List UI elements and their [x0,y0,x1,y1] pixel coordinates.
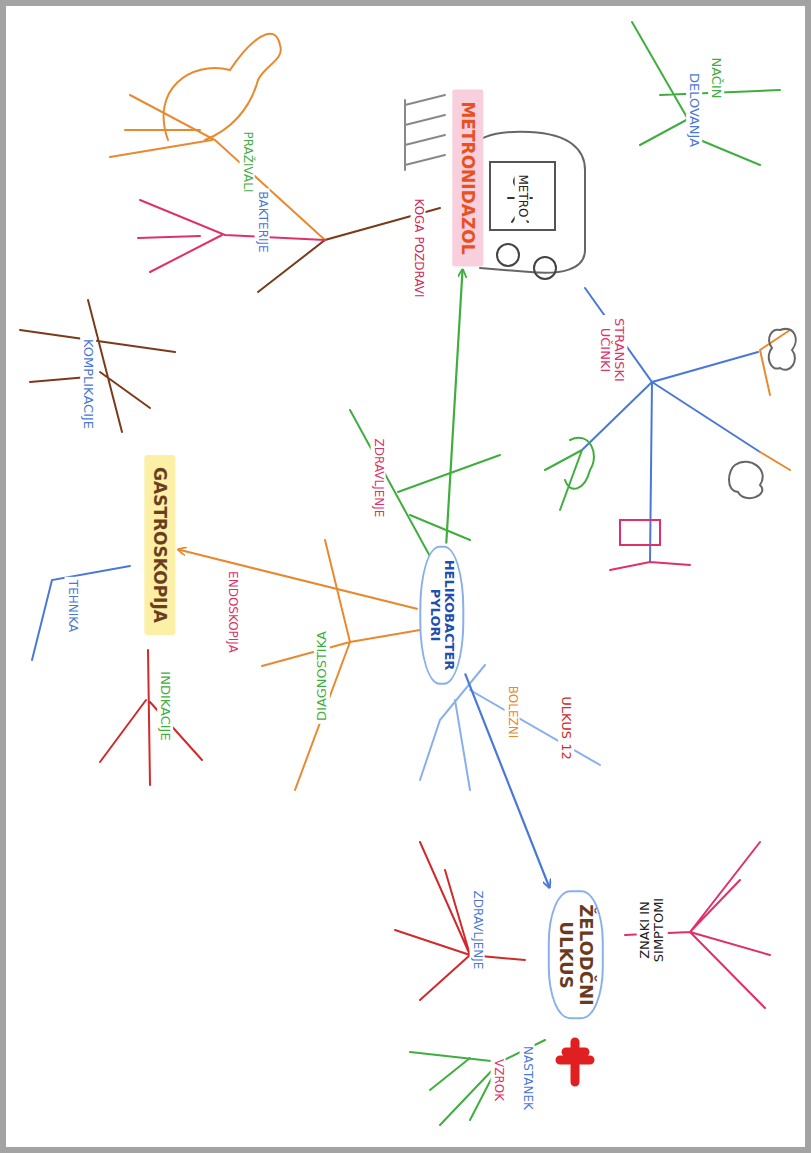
topic-title: METRONIDAZOL [459,101,478,254]
branch-label-box: BAKTERIJE [254,188,269,255]
branch-label-box: DIAGNOSTIKA [314,628,330,724]
branch-label-box: VZROK [490,1056,505,1104]
branch-label: NASTANEK [520,1046,533,1110]
branch-label-box: ZDRAVLJENJE [469,888,484,973]
branch-label: STRANSKI UČINKI [598,318,627,382]
branch-label-box: STRANSKI UČINKI [597,315,628,385]
branch-label-box: INDIKACIJE [157,668,173,743]
edge-label-box: BOLEZNI [504,683,519,741]
branch-label: TEHNIKA [65,580,78,632]
branch-label-box: KOGA POZDRAVI [410,195,425,300]
topic-title: GASTROSKOPIJA [151,467,170,623]
topic-node: METRONIDAZOL [453,89,484,266]
edge-label: BOLEZNI [505,686,518,738]
branch-label: METRO [515,174,528,217]
frame [3,3,808,1150]
topic-title: HELIKOBACTER PYLORI [428,560,457,671]
topic-title: ŽELODČNI ULKUS [556,904,596,1005]
branches [20,22,796,1125]
edge-label: ENDOSKOPIJA [225,571,238,653]
branch-label: KOMPLIKACIJE [81,339,95,429]
branch-label: ULKUS 12 [559,696,573,759]
arrow-connector [178,550,417,609]
arrow-connector [465,674,549,887]
edge-label-box: ENDOSKOPIJA [224,568,239,656]
edge-label-box: ZDRAVLJENJE [370,436,385,521]
branch-label: DELOVANJA [687,73,701,147]
edge-label: ZDRAVLJENJE [371,439,384,518]
branch-label: ZNAKI IN SIMPTOMI [638,898,667,962]
branch-label-box: PRAŽIVALI [239,129,254,196]
branch-label-box: NAČIN [708,54,724,101]
branch-label: ZDRAVLJENJE [470,891,483,970]
branch-label: INDIKACIJE [158,671,172,740]
branch-label: DIAGNOSTIKA [315,631,329,721]
branch-label-box: KOMPLIKACIJE [80,336,96,432]
branch-label-box: METRO [514,171,529,220]
branch-label: BAKTERIJE [255,191,268,252]
topic-node: HELIKOBACTER PYLORI [420,546,465,685]
branch-label: PRAŽIVALI [240,132,253,193]
branch-label-box: TEHNIKA [64,577,79,635]
branch-label-box: ULKUS 12 [558,693,574,762]
topic-node: GASTROSKOPIJA [145,455,176,635]
branch-label-box: NASTANEK [519,1043,534,1113]
branch-label-box: DELOVANJA [686,70,702,150]
branch-label: NAČIN [709,57,723,98]
topic-node: ŽELODČNI ULKUS [548,890,604,1019]
branch-label-box: ZNAKI IN SIMPTOMI [637,895,668,965]
branch-label: VZROK [491,1059,504,1101]
branch-label: KOGA POZDRAVI [411,198,424,297]
arrow-connector [446,270,462,543]
